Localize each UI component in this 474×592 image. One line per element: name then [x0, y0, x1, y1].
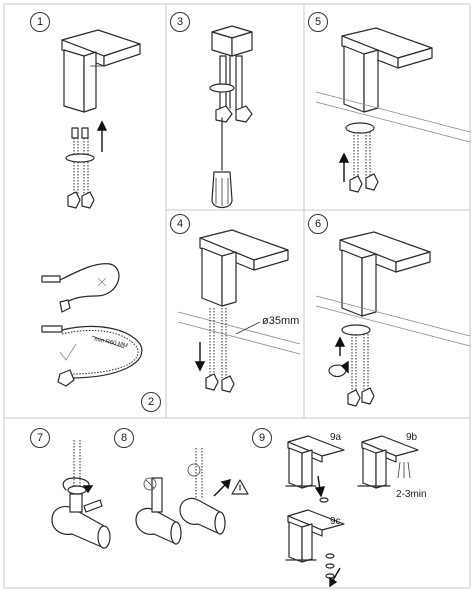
- step8-valve-left: [135, 477, 182, 545]
- step2-hose-wrong: [41, 263, 120, 313]
- step1-up-arrow: [96, 120, 108, 152]
- step8-valve-right: [179, 448, 231, 535]
- hole-diameter-label: ø35mm: [262, 315, 300, 327]
- step3-faucet-base: [209, 25, 253, 123]
- step5-counter: [315, 91, 471, 143]
- step-8-number: 8: [114, 428, 134, 448]
- step7-angle-valve: [51, 493, 111, 549]
- step2-cross-mark: [97, 277, 107, 287]
- step9a-faucet: [285, 435, 345, 503]
- step-9b-label: 9b: [406, 432, 418, 443]
- step6-counter: [315, 295, 471, 347]
- step3-screwdriver: [211, 117, 233, 209]
- step7-hose: [67, 440, 87, 495]
- step9c-faucet: [285, 509, 345, 588]
- step4-faucet: [199, 229, 289, 307]
- step5-up-arrow: [338, 152, 350, 182]
- step5-faucet: [341, 27, 433, 113]
- panel-grid: [3, 3, 471, 589]
- step-6-number: 6: [308, 214, 328, 234]
- step-7-number: 7: [30, 428, 50, 448]
- step-3-number: 3: [170, 12, 190, 32]
- step-5-number: 5: [308, 12, 328, 32]
- step-4-number: 4: [170, 214, 190, 234]
- warning-triangle-icon: [231, 479, 249, 495]
- step4-diameter-leader: [235, 321, 261, 335]
- step-9-number: 9: [252, 428, 272, 448]
- step1-hoses: [65, 127, 95, 209]
- step6-fixing: [341, 324, 375, 407]
- step-1-number: 1: [30, 12, 50, 32]
- step1-faucet: [61, 29, 141, 113]
- step2-check-mark: [59, 343, 77, 361]
- step5-fixing: [345, 122, 379, 193]
- step2-bend-radius-dim: [91, 335, 125, 349]
- step6-faucet: [339, 231, 431, 317]
- step-9a-label: 9a: [330, 432, 342, 443]
- step9b-faucet: [357, 435, 419, 489]
- step4-down-arrow: [194, 342, 206, 372]
- step2-hose-right: [41, 325, 143, 387]
- step6-rotate-arrow: [328, 336, 349, 378]
- step4-counter: [177, 311, 301, 355]
- step-9c-label: 9c: [330, 516, 341, 527]
- step7-rotate-arrow: [62, 477, 94, 494]
- step-2-number: 2: [141, 392, 161, 412]
- flow-time-label: 2-3min: [396, 489, 427, 500]
- step4-hoses: [205, 308, 235, 393]
